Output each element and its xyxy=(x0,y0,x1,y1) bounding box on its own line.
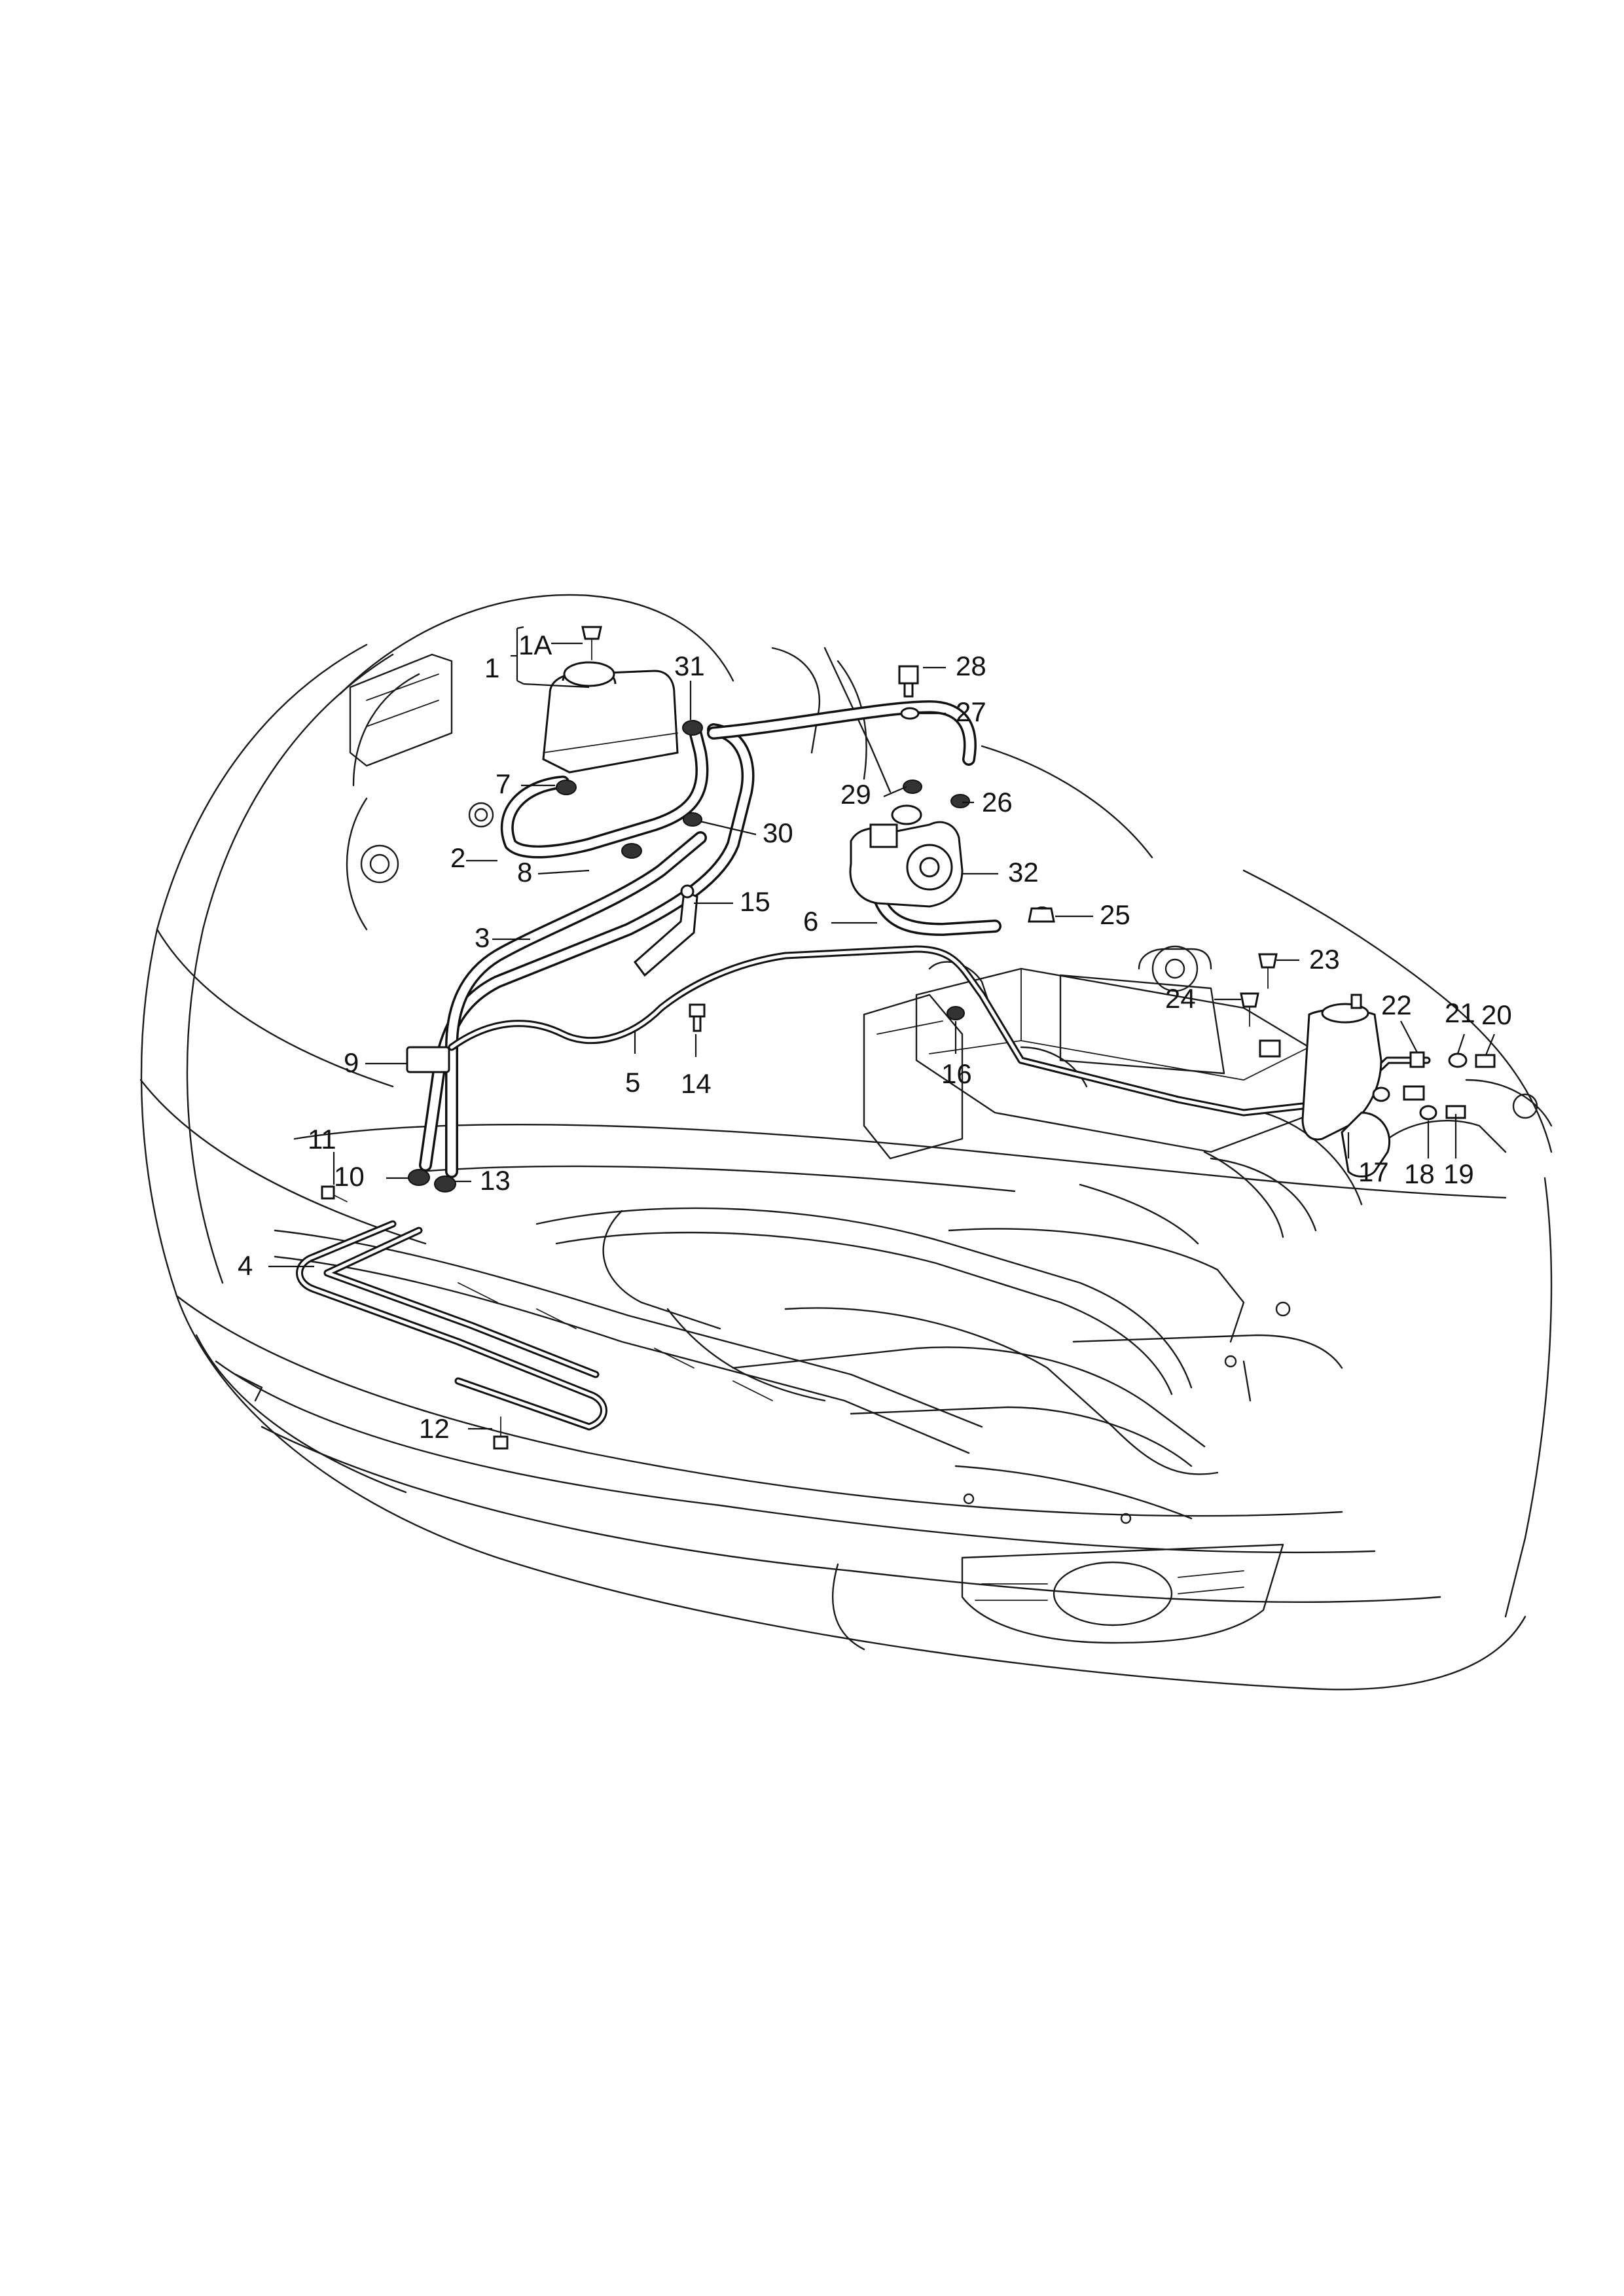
callout-26: 26 xyxy=(982,787,1013,817)
callout-29: 29 xyxy=(840,779,871,810)
power-steering-pump xyxy=(849,804,964,908)
leader-lines xyxy=(268,626,1496,1430)
car-body-outline xyxy=(139,594,1553,1691)
banjo-bolt xyxy=(898,665,919,698)
callout-9: 9 xyxy=(344,1047,359,1078)
callout-22: 22 xyxy=(1381,990,1412,1020)
callout-18: 18 xyxy=(1404,1158,1435,1189)
callout-13: 13 xyxy=(480,1165,511,1196)
callout-23: 23 xyxy=(1309,944,1340,975)
callout-28: 28 xyxy=(956,651,986,681)
callout-7: 7 xyxy=(496,768,511,799)
callout-3: 3 xyxy=(475,922,490,953)
callout-31: 31 xyxy=(674,651,705,681)
callout-32: 32 xyxy=(1008,857,1039,888)
bolt xyxy=(493,1416,509,1450)
callout-27: 27 xyxy=(956,696,986,727)
callout-10: 10 xyxy=(334,1161,365,1192)
bolt xyxy=(1258,953,1278,989)
cap-bolt xyxy=(581,626,602,660)
callout-12: 12 xyxy=(419,1413,450,1444)
callout-24: 24 xyxy=(1165,983,1196,1014)
callout-15: 15 xyxy=(740,886,770,917)
callout-14: 14 xyxy=(681,1068,712,1099)
seal-ring xyxy=(900,707,920,720)
callout-8: 8 xyxy=(517,857,532,888)
callout-2: 2 xyxy=(450,842,465,873)
callout-20: 20 xyxy=(1481,999,1512,1030)
mounting-bracket xyxy=(633,884,698,977)
callout-25: 25 xyxy=(1100,899,1130,930)
pressure-lines xyxy=(296,945,1431,1431)
reservoir xyxy=(542,661,679,774)
callout-11: 11 xyxy=(308,1124,336,1155)
callout-6: 6 xyxy=(803,906,818,937)
bolt xyxy=(689,1003,706,1032)
callout-4: 4 xyxy=(238,1250,253,1281)
callout-labels: 1 1A 2 3 4 5 6 7 8 9 10 11 12 13 14 15 1… xyxy=(238,630,1512,1444)
bolt xyxy=(321,1185,348,1202)
callout-21: 21 xyxy=(1445,997,1475,1028)
callout-17: 17 xyxy=(1358,1157,1389,1187)
hose-clamps xyxy=(408,720,1051,1193)
callout-1a: 1A xyxy=(518,630,552,660)
bolt xyxy=(1240,992,1259,1027)
nut xyxy=(1028,907,1055,923)
rack-fittings xyxy=(1301,994,1496,1177)
callout-5: 5 xyxy=(625,1067,640,1098)
hose-holder xyxy=(406,1046,450,1073)
callout-1: 1 xyxy=(484,653,499,683)
callout-19: 19 xyxy=(1443,1158,1474,1189)
callout-16: 16 xyxy=(941,1058,972,1089)
callout-30: 30 xyxy=(763,817,793,848)
